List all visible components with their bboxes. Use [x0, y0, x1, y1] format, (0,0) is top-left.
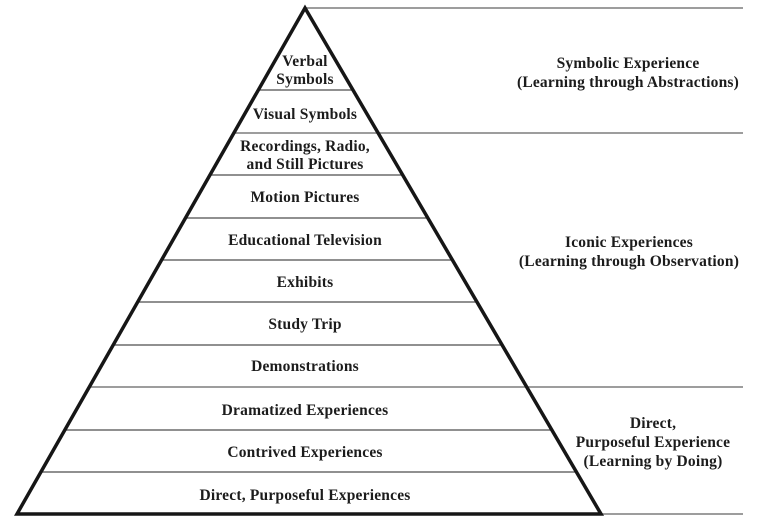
category-label-symbolic: Symbolic Experience (Learning through Ab… — [516, 55, 740, 91]
pyramid-level-direct-purposeful: Direct, Purposeful Experiences — [199, 487, 411, 504]
pyramid-level-contrived-experiences: Contrived Experiences — [227, 444, 383, 461]
pyramid-level-verbal-symbols: Verbal Symbols — [276, 53, 334, 88]
pyramid-level-dramatized-experiences: Dramatized Experiences — [221, 402, 389, 419]
pyramid-level-study-trip: Study Trip — [268, 316, 342, 333]
pyramid-level-educational-television: Educational Television — [228, 232, 382, 249]
pyramid-level-recordings-radio: Recordings, Radio, and Still Pictures — [240, 138, 370, 173]
pyramid-level-visual-symbols: Visual Symbols — [252, 106, 358, 123]
pyramid-level-motion-pictures: Motion Pictures — [250, 189, 360, 206]
pyramid-level-exhibits: Exhibits — [276, 274, 334, 291]
pyramid-level-demonstrations: Demonstrations — [251, 358, 359, 375]
pyramid-outline — [13, 4, 605, 516]
category-label-direct: Direct, Purposeful Experience (Learning … — [575, 415, 731, 470]
category-label-iconic: Iconic Experiences (Learning through Obs… — [518, 234, 740, 270]
